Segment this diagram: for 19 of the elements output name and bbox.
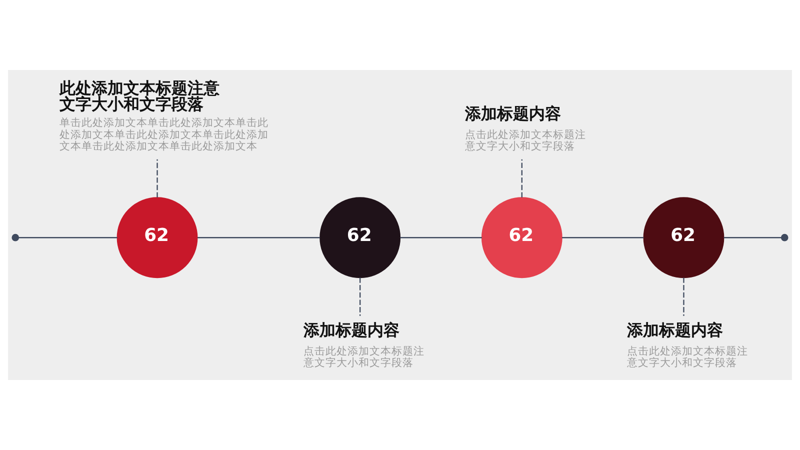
node-text: 添加标题内容 点击此处添加文本标题注意文字大小和文字段落 [303, 320, 424, 369]
connector [197, 237, 320, 238]
connector [18, 237, 118, 238]
node-circle: 62 [481, 197, 562, 278]
node-circle [780, 234, 788, 242]
node-text: 添加标题内容 点击此处添加文本标题注意文字大小和文字段落 [465, 104, 586, 152]
connector [360, 278, 361, 316]
connector [683, 278, 684, 316]
node-circle: 62 [116, 197, 198, 278]
node-circle: 62 [643, 197, 724, 278]
node-text: 添加标题内容 点击此处添加文本标题注意文字大小和文字段落 [626, 320, 748, 369]
connector [562, 237, 644, 238]
connector [156, 159, 158, 198]
connector [724, 237, 782, 238]
connector [521, 159, 522, 198]
node-circle [12, 234, 20, 242]
node-circle: 62 [320, 197, 401, 278]
node-text: 此处添加文本标题注意文字大小和文字段落 单击此处添加文本单击此处添加文本单击此处添加文本单击此处添加文本单击此处添加文本单击此处添加文本单击此处添加文本 [60, 78, 269, 152]
connector [400, 237, 482, 238]
